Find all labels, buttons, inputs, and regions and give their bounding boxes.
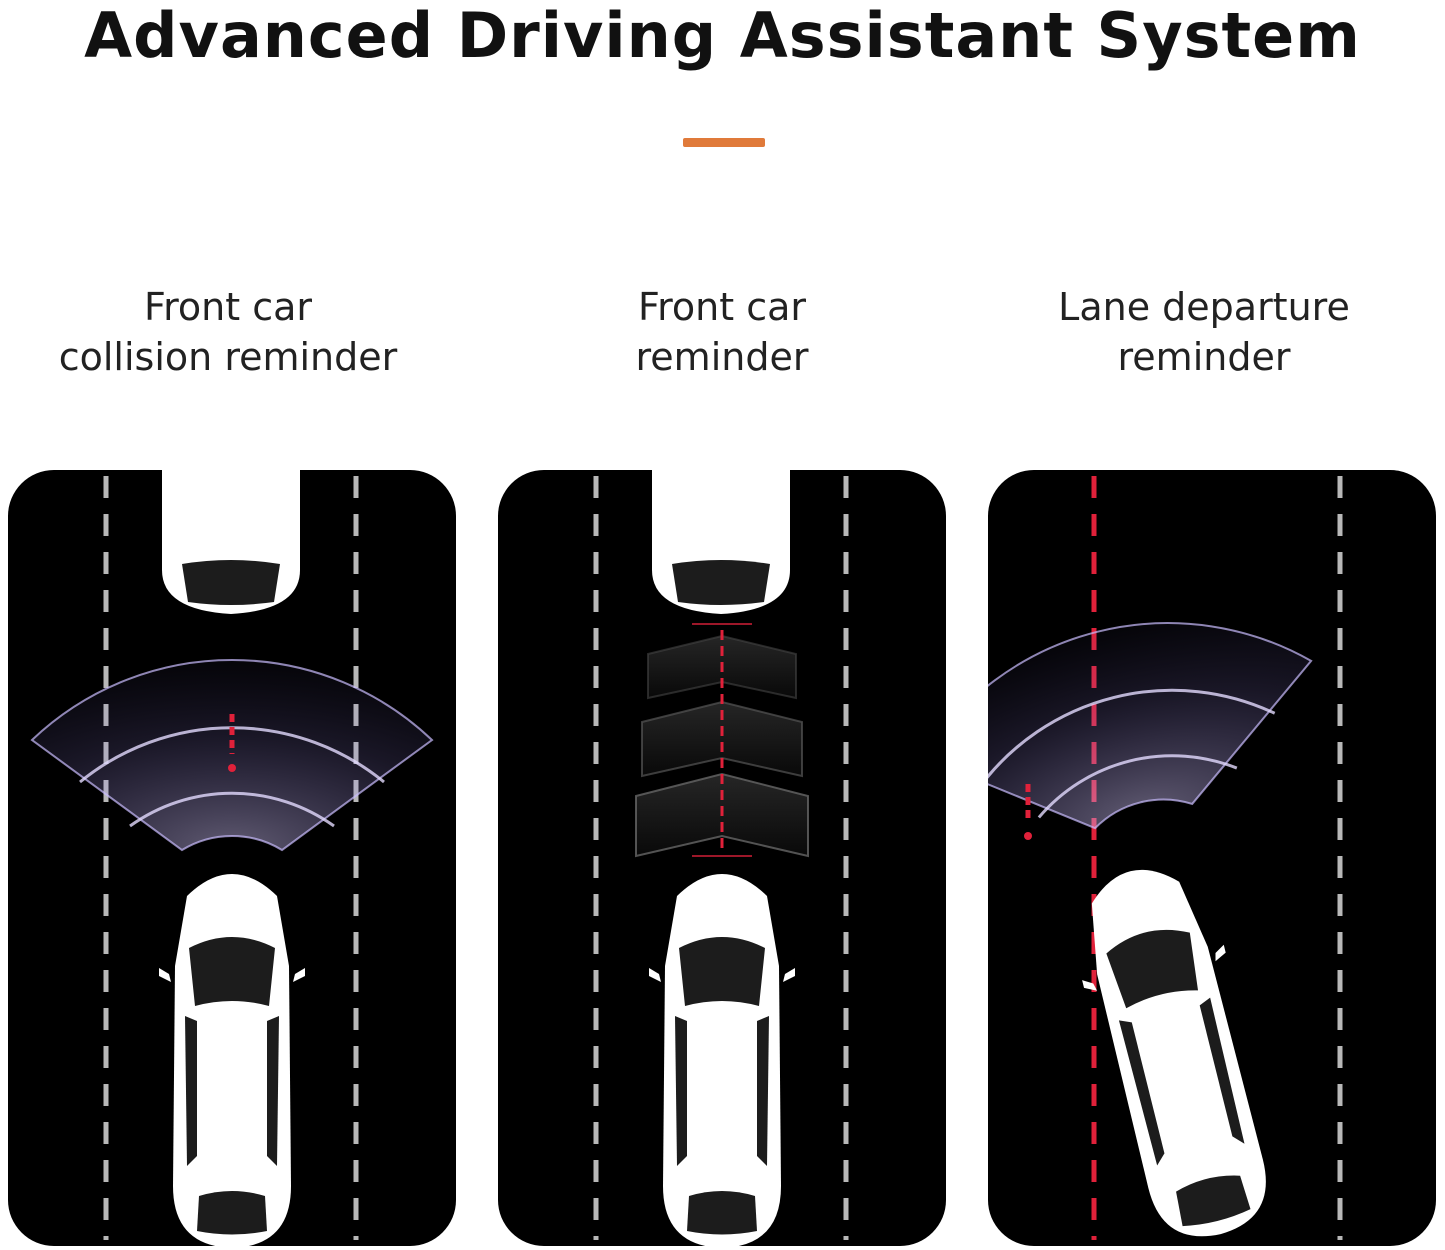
warning-exclamation-icon [228, 714, 236, 772]
car-ahead-icon [162, 470, 300, 614]
caption-front-collision: Front car collision reminder [58, 285, 398, 379]
page-title: Advanced Driving Assistant System [84, 0, 1361, 72]
car-ahead-icon [652, 470, 790, 614]
distance-chevrons-icon [635, 623, 809, 858]
warning-exclamation-icon [1024, 784, 1032, 840]
road-background [498, 470, 946, 1246]
radar-waves-icon [988, 622, 1313, 830]
panel-lane-departure [988, 470, 1436, 1246]
caption-lane-departure: Lane departure reminder [1058, 285, 1350, 379]
road-background [8, 470, 456, 1246]
caption-front-car: Front car reminder [635, 285, 809, 379]
panel-front-car [498, 470, 946, 1246]
accent-divider [683, 138, 765, 147]
panel-front-collision [8, 470, 456, 1246]
